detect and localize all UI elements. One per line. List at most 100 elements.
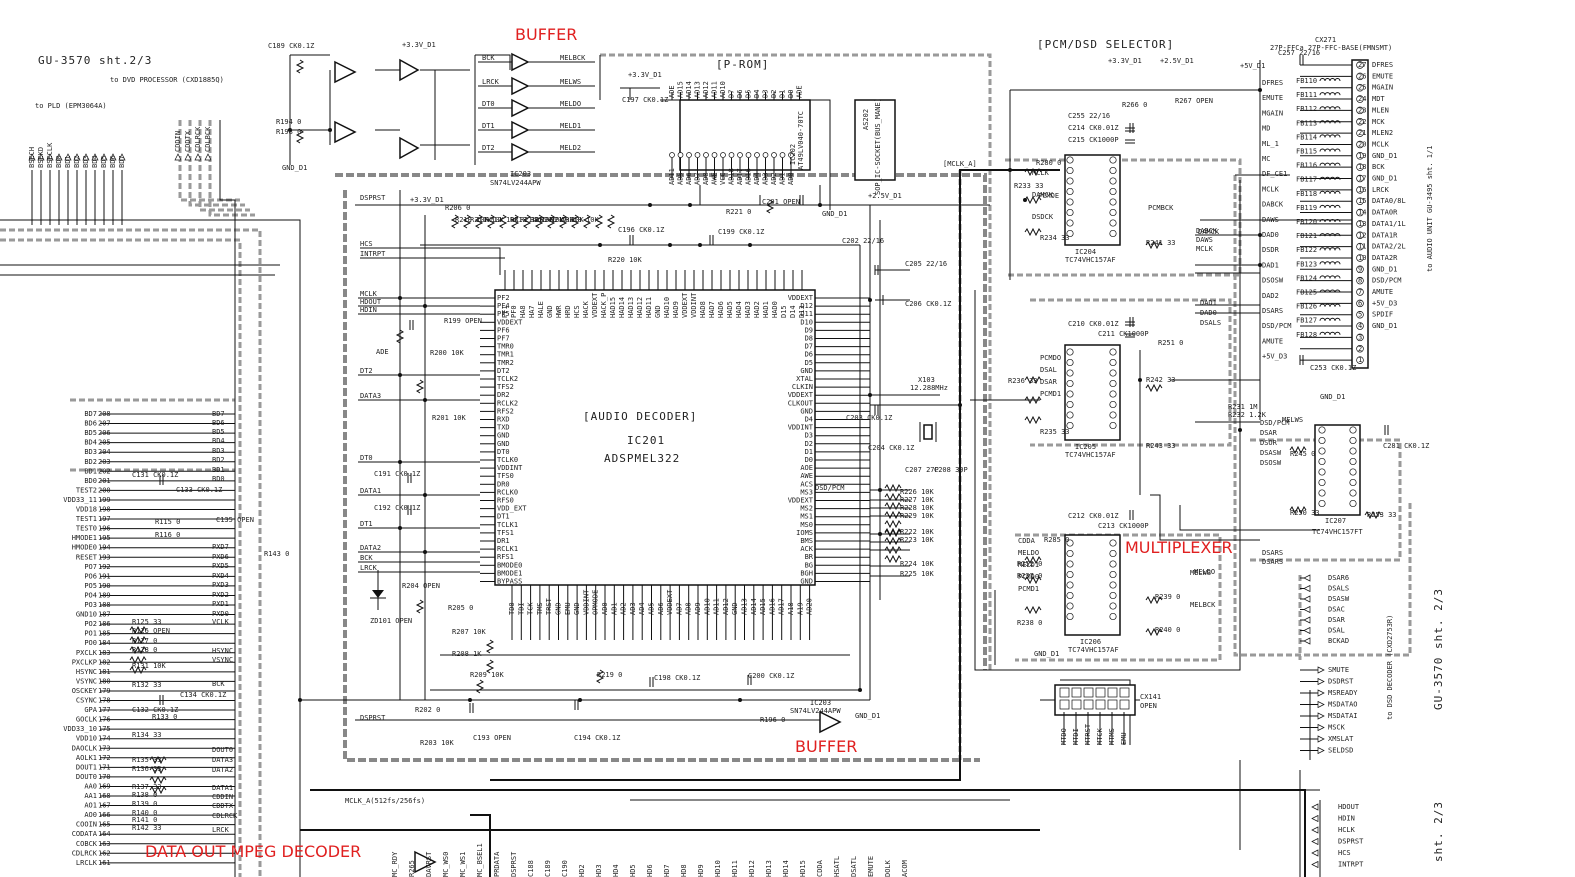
- dec-left-label: BYPASS: [497, 578, 522, 586]
- bottom-signal-label-wrap: HD14: [782, 860, 790, 877]
- dec-bottom-label: EMU: [564, 602, 572, 615]
- buffer-gate-13: [334, 60, 357, 84]
- prom-pin-bottom: [737, 152, 743, 158]
- buffer-out-label: MELWS: [560, 78, 581, 86]
- junction-dot: [958, 403, 962, 407]
- prom-pin-label-wrap: D6: [736, 90, 744, 98]
- dec-top-label-wrap: GND: [654, 305, 662, 318]
- cpu-pin-label: BD4: [84, 439, 97, 447]
- mux-resistor-label: R235 33: [1040, 428, 1070, 436]
- junction-dot: [738, 698, 742, 702]
- cx271-pin-number: 1: [1358, 356, 1362, 364]
- capacitor-label: C210 CK0.01Z: [1068, 320, 1119, 328]
- dec-top-label: HAD6: [717, 301, 725, 318]
- dec-top-label-wrap: HA7: [528, 305, 536, 318]
- junction-dot: [423, 550, 427, 554]
- ferrite-coil: [1334, 219, 1341, 223]
- cpu-pin-number: 208: [98, 410, 111, 418]
- prom-pin-label-wrap: ADE: [668, 85, 676, 98]
- pld-signal-label-wrap: BSECH: [28, 147, 36, 168]
- prom-pin-label: ADE: [796, 85, 804, 98]
- bottom-signal-label: DAVRST: [425, 851, 433, 877]
- misc-label: R220 10K: [608, 256, 643, 264]
- cx271-pin-number: 17: [1358, 175, 1366, 183]
- dsd-out-label: DSALS: [1328, 585, 1349, 593]
- dec-top-label: HAD10: [663, 297, 671, 318]
- cpu-pin-number: 190: [98, 582, 111, 590]
- dsd-out-arrow: [1303, 605, 1311, 614]
- ferrite-coil: [1324, 148, 1331, 152]
- prom-pin-label: D6: [736, 90, 744, 98]
- cpu-pin-number: 197: [98, 515, 111, 523]
- bottom-signal-label-wrap: DAVRST: [425, 851, 433, 877]
- mux-pin: [1109, 219, 1117, 227]
- misc-label: R229 10K: [900, 512, 935, 520]
- cpu-pin-label: PO1: [84, 630, 97, 638]
- cx271-pin: [1356, 276, 1364, 285]
- cpu-pin-number: 193: [98, 553, 111, 561]
- cx271-pin-number: 25: [1358, 84, 1366, 92]
- mux-pin: [1109, 166, 1117, 175]
- mux-net-label: MCLK: [1032, 169, 1050, 177]
- capacitor-label: C200 CK0.1Z: [748, 672, 794, 680]
- dec-top-label: HAD12: [636, 297, 644, 318]
- dec-top-label: HAD13: [627, 297, 635, 318]
- dec-left-label: TXD: [497, 424, 510, 432]
- cx271-pin: [1356, 254, 1364, 262]
- cx271-signal-label: DATA1R: [1372, 231, 1398, 239]
- misc-label: R224 10K: [900, 560, 935, 568]
- cx271-pin-number: 24: [1358, 95, 1366, 103]
- capacitor-plates: [879, 295, 884, 305]
- cx271-pin: [1356, 174, 1364, 183]
- dec-bottom-label: AD8: [685, 602, 693, 615]
- dec-bottom-label: GND: [731, 602, 739, 615]
- cpu-resistor-label: R139 0: [132, 800, 157, 808]
- cpu-pin-number: 179: [98, 687, 111, 695]
- ferrite-coil: [1329, 162, 1336, 166]
- capacitor-label: C189 CK0.1Z: [268, 42, 314, 50]
- cpu-pin-label: BD5: [84, 429, 97, 437]
- cpu-pin-label: TEST0: [76, 525, 97, 533]
- prom-pin-label: AD13: [694, 81, 702, 98]
- mux-net-label: CDDA: [1018, 537, 1036, 545]
- gnd-cx: GND_D1: [1320, 393, 1345, 401]
- cpu-pin-number: 183: [98, 649, 111, 657]
- ferrite-label: FB127: [1296, 317, 1317, 325]
- host-arrow: [1311, 803, 1319, 811]
- ferrite-coil: [1319, 162, 1326, 166]
- host-arrow: [1311, 814, 1319, 823]
- cx271-pin: [1356, 83, 1364, 92]
- cpu-pin-number: 201: [98, 477, 111, 485]
- buffer-in-label: DT1: [482, 122, 495, 130]
- misc-label: R219 0: [597, 671, 622, 679]
- cpu-pin-label: BD3: [84, 448, 97, 456]
- ferrite-coil: [1324, 247, 1331, 251]
- ferrite-coil: [1319, 92, 1326, 96]
- left-resistor-label: R199 OPEN: [444, 317, 482, 325]
- cpu-pin-number: 170: [98, 773, 111, 781]
- dsd-ctrl-label: MSDATAO: [1328, 701, 1358, 709]
- pld-arrow: [37, 153, 45, 161]
- cx271-left-label: DAD2: [1262, 292, 1279, 300]
- mux-pin: [1349, 457, 1357, 466]
- dsd-out-arrow: [1303, 574, 1311, 582]
- cpu-resistor-label: R132 33: [132, 681, 162, 689]
- ferrite-label: FB125: [1296, 289, 1317, 297]
- cx271-left-label: MCLK: [1262, 185, 1280, 193]
- cpu-pin-number: 189: [98, 591, 111, 599]
- dec-top-label: PF1: [501, 305, 509, 318]
- cpu-pin-label: PO3: [84, 601, 97, 609]
- ferrite-coil: [1334, 148, 1341, 152]
- dec-top-label: HAD11: [645, 297, 653, 318]
- cx271-pin-number: 16: [1358, 186, 1366, 194]
- resistor-zigzag: [149, 765, 167, 775]
- mux-pin: [1066, 560, 1074, 568]
- junction-dot: [328, 128, 332, 132]
- misc-label: R226 10K: [900, 488, 935, 496]
- junction-dot: [288, 128, 292, 132]
- cpu-net-label: BD7: [212, 410, 225, 418]
- bottom-signal-label-wrap: EMUTE: [867, 856, 875, 877]
- cx271-signal-label: SPDIF: [1372, 311, 1393, 319]
- mux-net-label: MELBCK: [1190, 601, 1216, 609]
